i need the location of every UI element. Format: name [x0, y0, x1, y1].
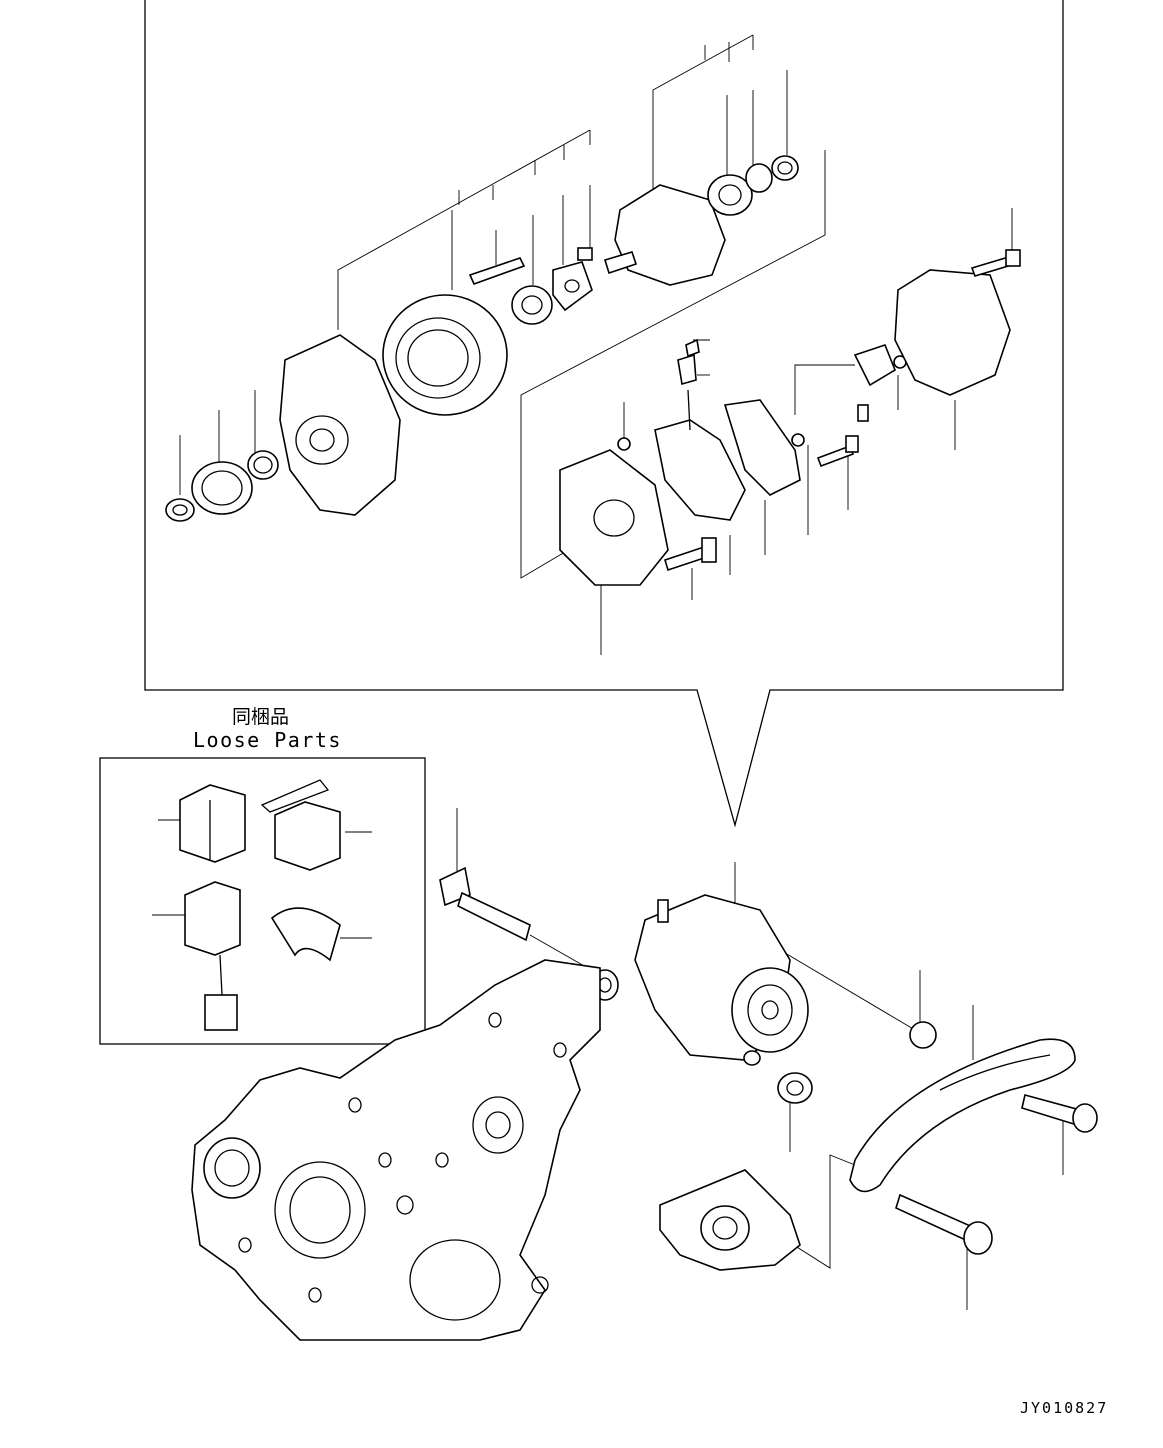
loose-parts-title-japanese: 同梱品	[232, 706, 290, 728]
exploded-view-frame	[144, 0, 1064, 828]
loose-parts-box	[99, 757, 426, 1045]
drawing-code: JY010827	[1020, 1399, 1109, 1417]
leader-lines	[179, 34, 1013, 655]
engine-assembly	[191, 808, 1098, 1341]
loose-parts-title: Loose Parts	[193, 728, 342, 752]
exploded-alternator-parts	[165, 155, 1021, 586]
